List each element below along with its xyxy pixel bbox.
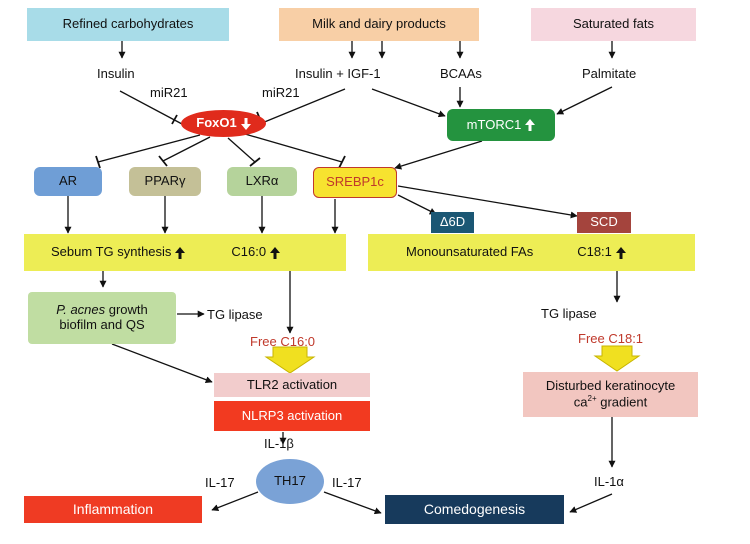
nlrp3-box: NLRP3 activation [214,401,370,431]
saturated-fats-label: Saturated fats [573,16,654,32]
pacnes-italic: P. acnes [56,302,106,318]
d6d-node: Δ6D [431,212,474,233]
il1b-label: IL-1β [264,436,294,451]
il17-right-label: IL-17 [332,475,362,490]
d6d-label: Δ6D [439,214,466,230]
srebp1c-node: SREBP1c [313,167,397,198]
arrow-srebp-d6d [397,194,437,215]
arrow-pacnes-tlr2 [111,343,213,384]
il17-left-label: IL-17 [205,475,235,490]
free-c18-label: Free C18:1 [578,331,644,346]
insulin-igf1-label: Insulin + IGF-1 [295,66,381,81]
arrow-th17-comedo [323,491,382,515]
inhibit-foxo1-srebp [244,133,343,163]
mir21-left-label: miR21 [150,85,188,100]
pacnes-line2: biofilm and QS [59,317,145,332]
arrow-th17-inflammation [211,491,259,511]
mtorc1-label: mTORC1 [466,116,522,132]
palmitate-label: Palmitate [582,66,637,81]
refined-carbohydrates-label: Refined carbohydrates [62,16,194,32]
arrow-srebp-scd [397,185,578,219]
sebum-tg-label: Sebum TG synthesis [51,244,172,260]
scd-node: SCD [577,212,631,233]
funnel-arrow-c16 [264,346,316,374]
ppar-node: PPARγ [129,167,201,196]
arrow-il1a-comedo [569,493,613,513]
inflammation-label: Inflammation [72,501,154,518]
inhibit-insulin-foxo1 [119,90,183,125]
c18-label: C18:1 [577,244,612,260]
pacnes-box: P. acnes growth biofilm and QS [28,292,176,344]
down-arrow-icon [240,117,251,130]
ar-node: AR [34,167,102,196]
milk-dairy-box: Milk and dairy products [279,8,479,41]
bcaas-label: BCAAs [440,66,482,81]
inhibit-foxo1-lxr [227,137,256,163]
ar-label: AR [58,173,78,189]
tlr2-label: TLR2 activation [246,376,338,392]
mufa-band: Monounsaturated FAs C18:1 [368,234,695,271]
comedogenesis-box: Comedogenesis [385,495,564,524]
arrow-insulinigf-mtorc1 [371,88,446,118]
inhibit-insulinigf-foxo1 [261,88,346,124]
mir21-right-label: miR21 [262,85,300,100]
up-arrow-icon [270,246,281,259]
up-arrow-icon [615,246,626,259]
keratinocyte-line1: Disturbed keratinocyte [545,377,676,393]
arrow-palmitate-mtorc1 [556,86,613,115]
sebum-tg-band: Sebum TG synthesis C16:0 [24,234,346,271]
pacnes-growth: growth [105,302,148,318]
keratinocyte-box: Disturbed keratinocyte ca2+ gradient [523,372,698,417]
milk-dairy-label: Milk and dairy products [312,16,446,32]
th17-node: TH17 [256,459,324,504]
scd-label: SCD [590,214,618,230]
srebp1c-label: SREBP1c [326,174,384,190]
ppar-label: PPARγ [144,173,186,189]
inhibit-foxo1-ppar [162,136,211,162]
il1a-label: IL-1α [594,474,624,489]
arrow-mtorc1-srebp [394,140,483,170]
tg-lipase-left: TG lipase [207,307,263,322]
foxo1-node: FoxO1 [181,110,266,137]
lxr-node: LXRα [227,167,297,196]
inhibit-foxo1-ar [97,134,201,163]
keratinocyte-line2: ca2+ gradient [573,393,648,410]
foxo1-label: FoxO1 [196,115,237,131]
th17-label: TH17 [274,473,306,489]
mufa-label: Monounsaturated FAs [406,244,534,260]
funnel-arrow-c18 [593,345,641,372]
free-c16-label: Free C16:0 [250,334,316,349]
refined-carbohydrates-box: Refined carbohydrates [27,8,229,41]
tg-lipase-right: TG lipase [541,306,597,321]
saturated-fats-box: Saturated fats [531,8,696,41]
up-arrow-icon [525,119,536,131]
nlrp3-label: NLRP3 activation [241,407,343,423]
lxr-label: LXRα [245,173,279,189]
insulin-label: Insulin [97,66,135,81]
comedogenesis-label: Comedogenesis [423,501,526,518]
inflammation-box: Inflammation [24,496,202,523]
tlr2-box: TLR2 activation [214,373,370,397]
mtorc1-node: mTORC1 [447,109,555,141]
up-arrow-icon [175,246,186,259]
c16-label: C16:0 [231,244,267,260]
